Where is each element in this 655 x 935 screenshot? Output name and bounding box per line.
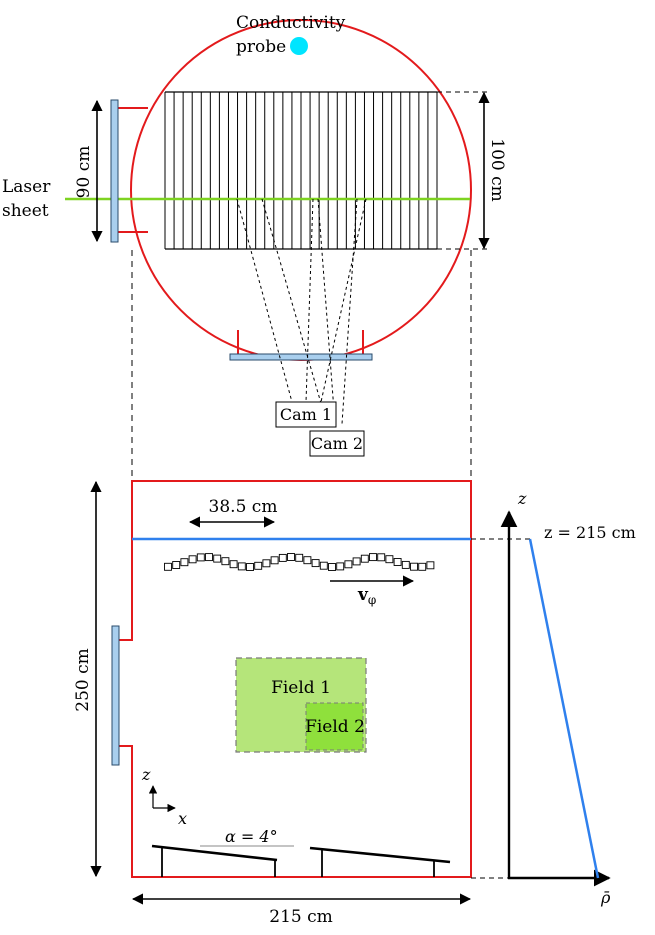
left-window [110, 99, 119, 243]
field2-label: Field 2 [305, 717, 365, 737]
particle-square [295, 553, 304, 562]
particle-square [303, 556, 312, 565]
axis-glyph-x-label: x [178, 809, 187, 828]
side-window-bracket [118, 639, 132, 747]
density-profile: z ρ̄ z = 215 cm [471, 489, 636, 907]
cam1-label: Cam 1 [280, 405, 332, 424]
particle-square [270, 556, 279, 565]
conductivity-probe-dot [290, 37, 308, 55]
particle-square [401, 560, 410, 569]
particle-square [278, 553, 287, 562]
axis-glyph-z-label: z [141, 765, 151, 784]
particle-square [188, 555, 197, 564]
laser-label-line1: Laser [2, 177, 51, 197]
cam1-box [275, 401, 337, 428]
particle-square [213, 554, 222, 563]
particle-square [262, 559, 271, 568]
side-window [111, 625, 120, 766]
sloped-bottom [151, 844, 451, 877]
height-label: 250 cm [73, 648, 93, 712]
laser-label-line2: sheet [2, 201, 49, 221]
particle-square [377, 553, 386, 562]
particle-square [385, 555, 394, 564]
density-profile-line [528, 538, 600, 879]
particle-square [369, 553, 377, 562]
camera-sight-lines [236, 198, 367, 425]
particle-square [319, 561, 328, 570]
particle-square [393, 558, 402, 566]
particle-square [221, 557, 230, 566]
plate-array [164, 92, 438, 249]
bottom-window-bracket [237, 330, 364, 356]
top-view: Conductivity probe Laser sheet 90 cm 100… [2, 13, 507, 480]
profile-level-label: z = 215 cm [544, 523, 636, 542]
particle-square [246, 563, 254, 571]
velocity-label: vφ [357, 585, 376, 607]
probe-label-line1: Conductivity [236, 13, 346, 33]
particle-square [196, 553, 205, 562]
wavelength-label: 38.5 cm [209, 497, 278, 517]
angle-label: α = 4° [225, 827, 278, 846]
probe-label-line2: probe [236, 37, 286, 57]
particle-wave [164, 553, 435, 571]
particle-square [237, 562, 246, 571]
particle-square [254, 561, 263, 570]
particle-square [205, 553, 213, 562]
particle-square [344, 560, 353, 569]
particle-square [164, 562, 172, 571]
field1-label: Field 1 [271, 678, 331, 698]
bottom-window [229, 353, 373, 361]
dim-left-label: 90 cm [74, 146, 94, 199]
particle-square [418, 562, 427, 571]
velocity-subscript: φ [368, 593, 376, 607]
particle-square [352, 557, 361, 566]
particle-square [311, 559, 320, 568]
particle-square [328, 563, 336, 571]
cam2-label: Cam 2 [311, 434, 363, 453]
cam2-box [309, 430, 365, 457]
particle-square [229, 560, 238, 569]
particle-square [336, 562, 345, 571]
particle-square [287, 553, 295, 561]
dim-right-label: 100 cm [487, 138, 507, 202]
left-window-bracket [116, 107, 148, 233]
side-view: 38.5 cm vφ Field 1 Field 2 250 cm z x α … [73, 480, 472, 927]
particle-square [360, 554, 369, 563]
width-label: 215 cm [269, 907, 333, 927]
particle-square [172, 561, 181, 569]
particle-square [410, 562, 418, 571]
field2-rect [305, 702, 364, 751]
profile-z-label: z [517, 489, 527, 508]
profile-rho-label: ρ̄ [600, 888, 611, 907]
particle-square [180, 558, 189, 567]
particle-square [426, 561, 435, 570]
